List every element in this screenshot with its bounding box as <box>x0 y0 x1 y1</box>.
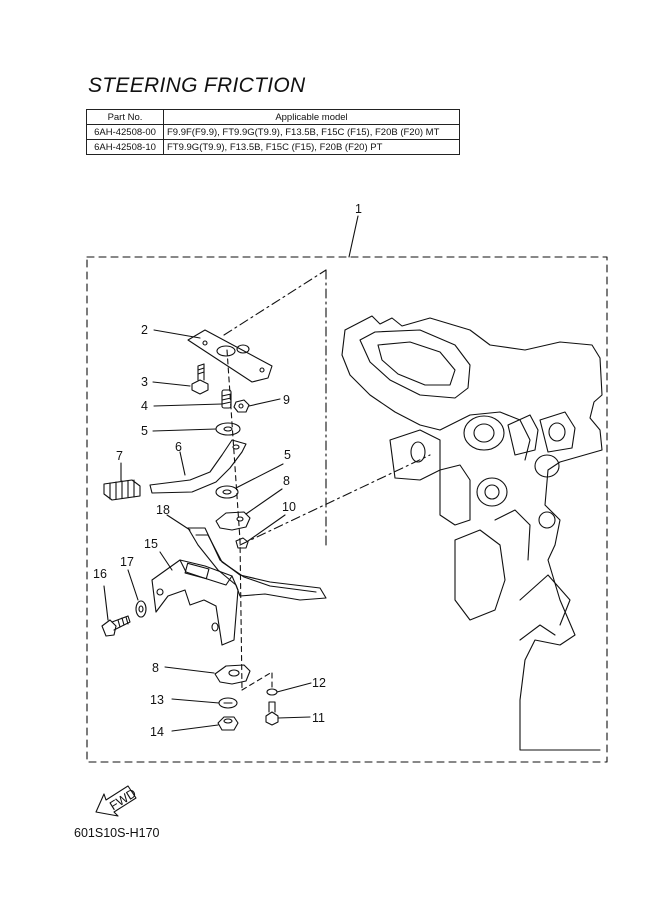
plate-part-13 <box>218 697 238 709</box>
leader-line <box>164 666 215 674</box>
callout-7: 7 <box>116 449 123 463</box>
leader-line <box>159 551 173 571</box>
leader-line <box>152 428 217 432</box>
nut-part-9 <box>233 399 250 413</box>
callout-18: 18 <box>156 503 170 517</box>
friction-plate-part-2 <box>187 329 273 383</box>
washer-part-12 <box>266 688 278 696</box>
friction-strap-part-18 <box>187 527 327 601</box>
bolt-part-11 <box>265 701 279 726</box>
projection-line <box>241 671 273 691</box>
part-number-cell: 6AH-42508-10 <box>86 139 164 155</box>
projection-line <box>239 454 431 546</box>
friction-lever-part-6 <box>149 439 247 494</box>
leader-line <box>153 329 201 339</box>
leader-line <box>166 514 191 531</box>
callout-17: 17 <box>120 555 134 569</box>
leader-line <box>248 398 281 407</box>
callout-13: 13 <box>150 693 164 707</box>
leader-line <box>171 724 219 732</box>
friction-piece-part-8-lower <box>214 664 251 685</box>
washer-part-5-upper <box>215 422 241 436</box>
leader-line <box>277 716 311 719</box>
washer-part-5-lower <box>215 485 239 499</box>
callout-8: 8 <box>283 474 290 488</box>
leader-line <box>152 381 191 387</box>
callout-12: 12 <box>312 676 326 690</box>
drawing-code: 601S10S-H170 <box>74 826 160 840</box>
lever-grip-part-7 <box>103 479 141 501</box>
fwd-arrow-icon <box>95 785 137 817</box>
callout-11: 11 <box>312 711 325 725</box>
applicable-model-table: Part No. Applicable model 6AH-42508-00 F… <box>86 109 460 155</box>
callout-6: 6 <box>175 440 182 454</box>
projection-line <box>223 269 327 336</box>
callout-16: 16 <box>93 567 107 581</box>
screw-part-4 <box>221 389 232 409</box>
table-header-row: Part No. Applicable model <box>86 109 460 125</box>
leader-line <box>247 514 286 542</box>
friction-piece-part-8-upper <box>215 511 251 531</box>
leader-line <box>103 585 109 621</box>
callout-1: 1 <box>355 202 362 216</box>
callout-5: 5 <box>141 424 148 438</box>
nut-part-14 <box>217 716 239 731</box>
leader-line <box>348 215 359 258</box>
callout-14: 14 <box>150 725 164 739</box>
callout-15: 15 <box>144 537 158 551</box>
callout-3: 3 <box>141 375 148 389</box>
nut-part-10 <box>235 537 249 549</box>
page-title: STEERING FRICTION <box>88 74 306 97</box>
model-cell: FT9.9G(T9.9), F13.5B, F15C (F15), F20B (… <box>163 139 460 155</box>
callout-8: 8 <box>152 661 159 675</box>
leader-line <box>127 569 139 601</box>
projection-line <box>226 349 243 691</box>
leader-line <box>153 403 223 407</box>
callout-10: 10 <box>282 500 296 514</box>
leader-line <box>245 488 283 515</box>
table-row: 6AH-42508-10 FT9.9G(T9.9), F13.5B, F15C … <box>86 139 460 155</box>
assembly-frame <box>86 256 608 763</box>
bolt-part-3 <box>191 363 209 395</box>
callout-2: 2 <box>141 323 148 337</box>
bracket-part-15 <box>151 559 239 646</box>
callout-5: 5 <box>284 448 291 462</box>
leader-line <box>235 463 284 489</box>
callout-4: 4 <box>141 399 148 413</box>
leader-line <box>276 682 312 693</box>
clamp-bracket-drawing <box>341 315 603 751</box>
leader-line <box>179 451 186 476</box>
leader-line <box>171 698 220 704</box>
washer-part-17 <box>135 600 147 618</box>
callout-9: 9 <box>283 393 290 407</box>
bolt-part-16 <box>101 615 131 637</box>
